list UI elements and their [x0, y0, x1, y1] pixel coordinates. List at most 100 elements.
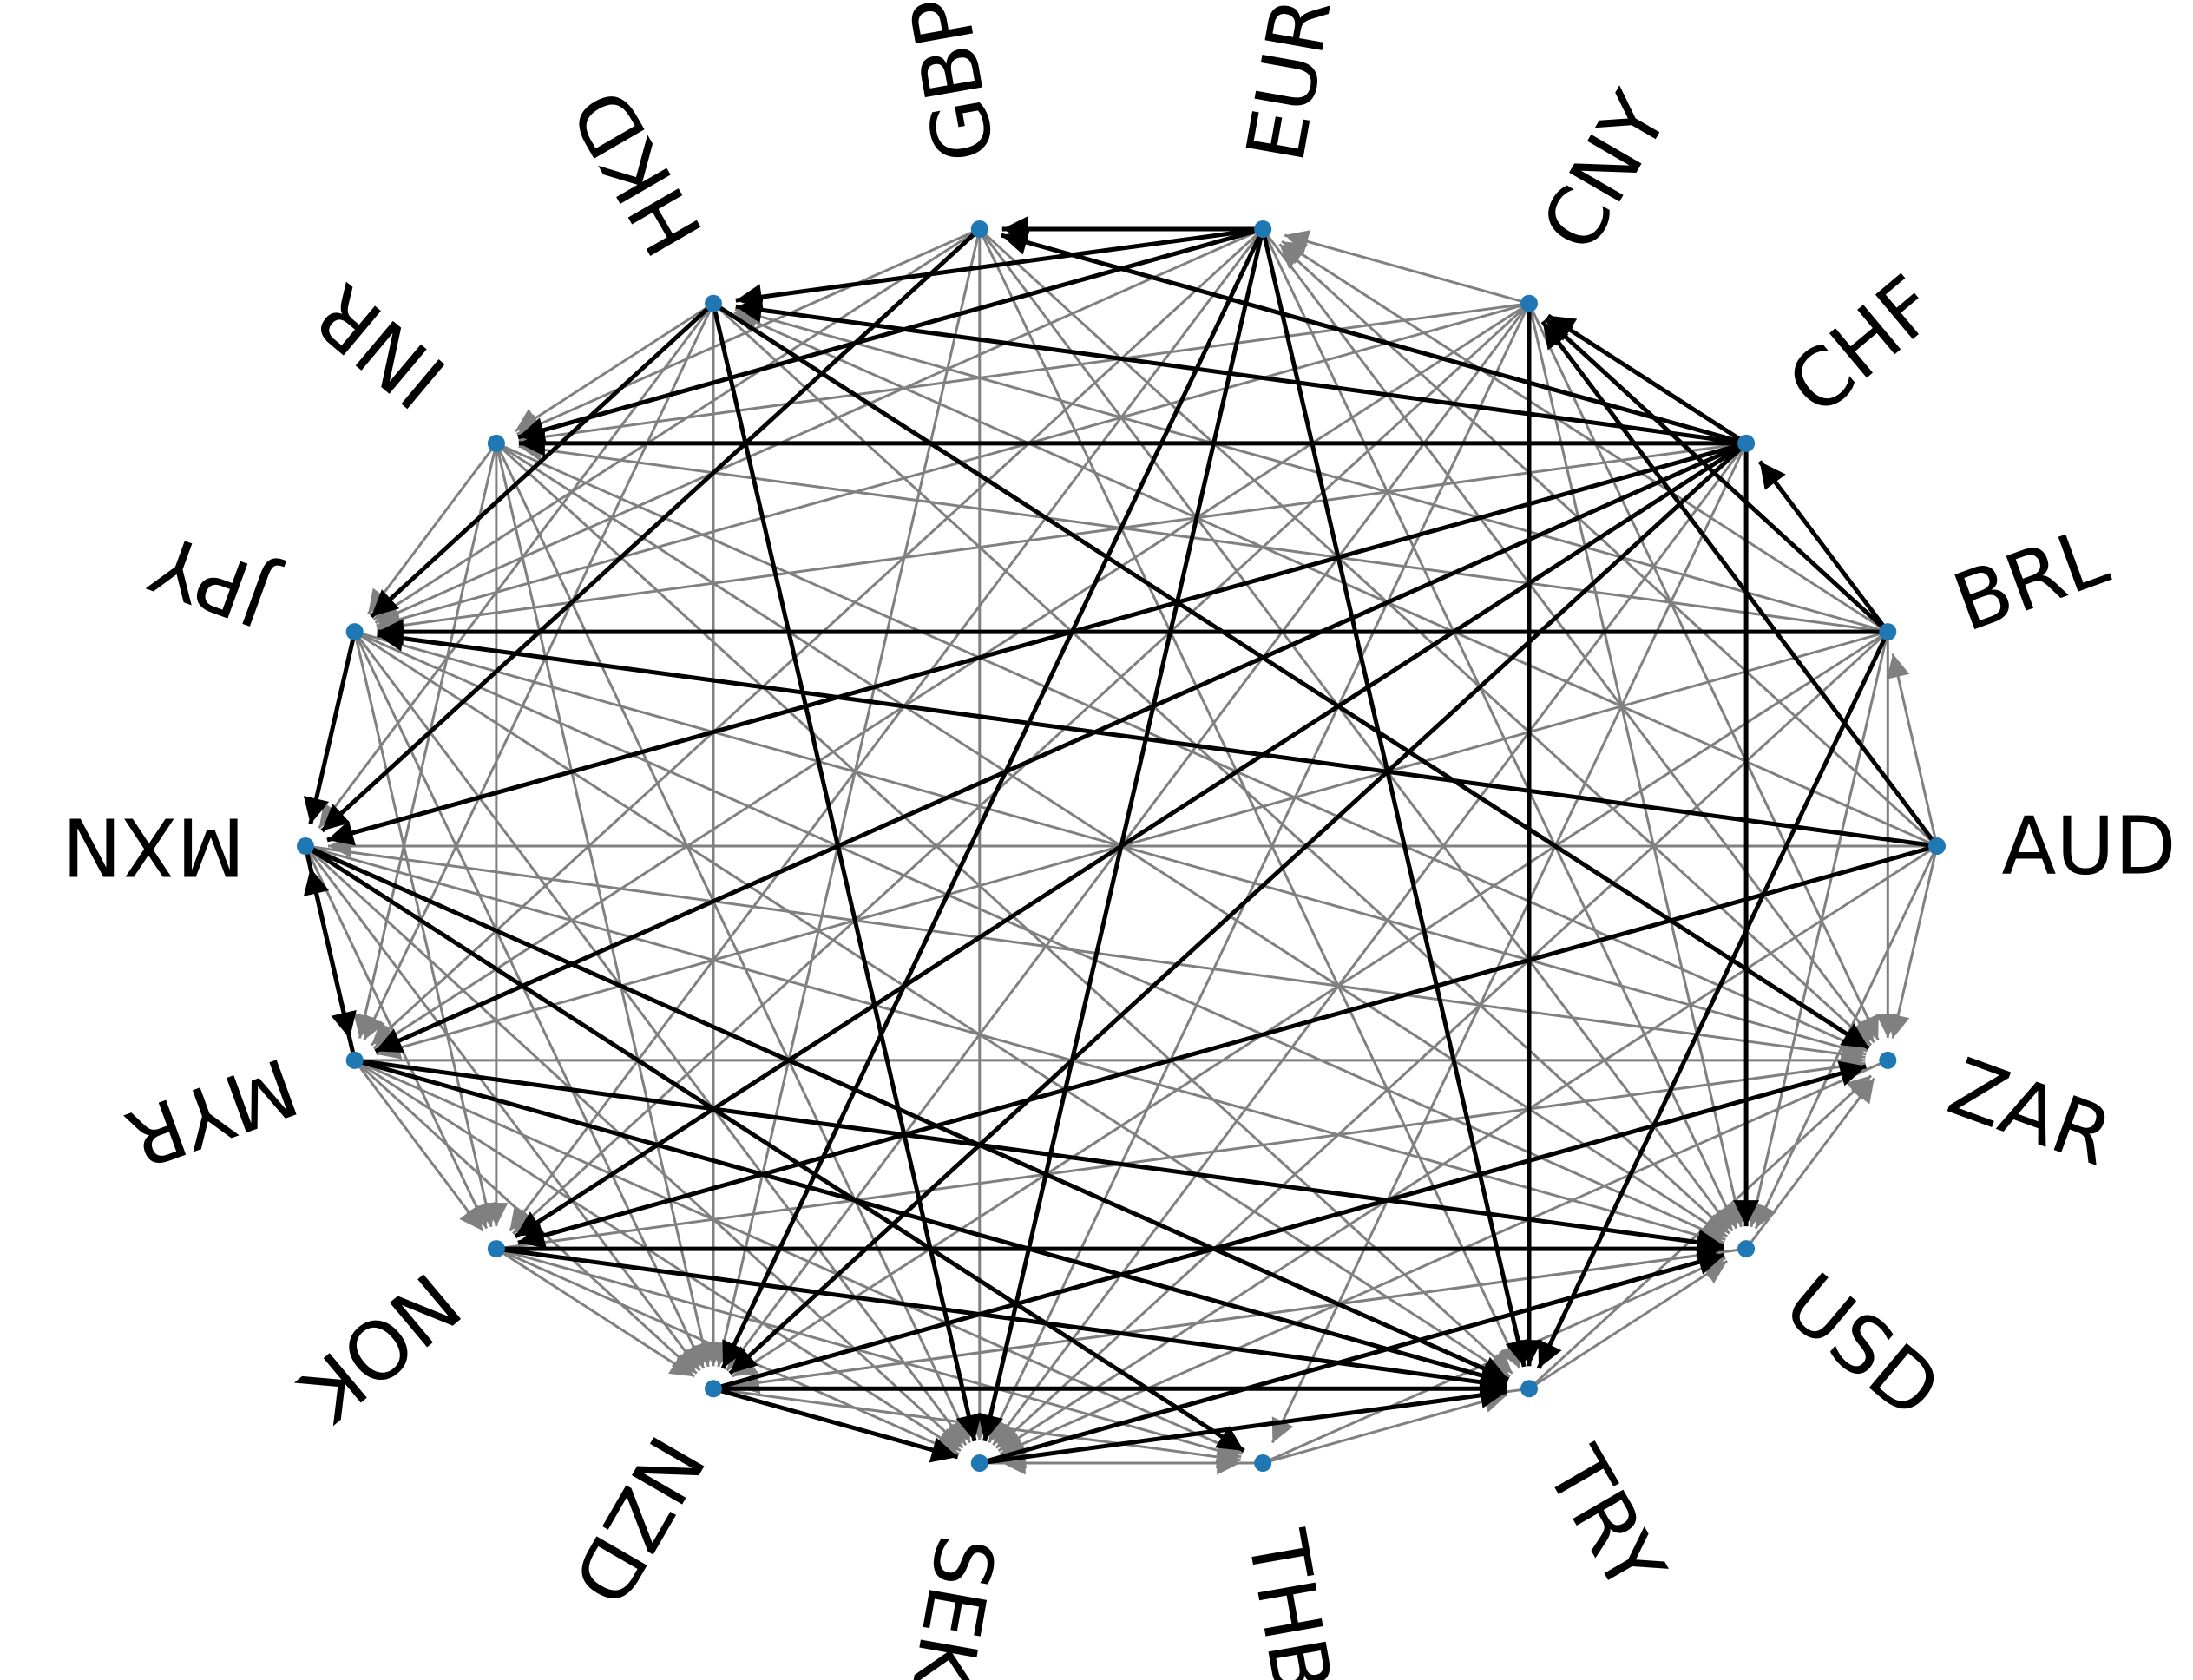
node-label-mxn: MXN — [62, 800, 245, 893]
weak-edge-usd-to-nzd — [735, 1247, 1747, 1395]
weak-edge-chf-to-sek — [992, 442, 1748, 1447]
weak-edge-hkd-to-mxn — [318, 302, 715, 830]
weak-edge-myr-to-nok — [353, 1059, 484, 1232]
weak-edge-inr-to-sek — [495, 443, 971, 1444]
weak-edge-jpy-to-sek — [353, 631, 968, 1447]
weak-edge-cny-to-usd — [1527, 303, 1748, 1228]
node-cny — [1520, 294, 1538, 312]
weak-edge-try-to-usd — [1528, 1259, 1729, 1390]
strong-edge-nzd-to-zar — [712, 1060, 1867, 1391]
strong-edge-nzd-to-sek — [712, 1386, 959, 1463]
weak-edge-brl-to-myr — [376, 630, 1888, 1060]
strong-edge-chf-to-nok — [514, 441, 1748, 1239]
node-chf — [1737, 434, 1756, 452]
node-sek — [970, 1454, 988, 1472]
weak-edge-nok-to-zar — [496, 1054, 1866, 1250]
node-label-hkd: HKD — [554, 74, 721, 271]
node-usd — [1737, 1240, 1756, 1258]
node-brl — [1879, 623, 1897, 641]
node-jpy — [345, 623, 364, 641]
weak-edge-brl-to-inr — [518, 437, 1888, 633]
node-label-nzd: NZD — [553, 1421, 721, 1619]
node-gbp — [970, 220, 988, 238]
node-nok — [487, 1240, 505, 1258]
node-label-usd: USD — [1767, 1256, 1957, 1436]
node-label-cny: CNY — [1524, 77, 1687, 266]
weak-edge-mxn-to-zar — [305, 844, 1866, 1066]
weak-edge-gbp-to-inr — [516, 227, 981, 436]
strong-edge-brl-to-chf — [1757, 460, 1890, 633]
strong-edge-hkd-to-zar — [712, 301, 1870, 1051]
strong-edge-brl-to-try — [1536, 631, 1890, 1369]
node-label-zar: ZAR — [1937, 1040, 2124, 1184]
weak-edge-jpy-to-nok — [353, 631, 498, 1228]
weak-edge-brl-to-sek — [995, 630, 1889, 1449]
strong-edge-sek-to-try — [979, 1381, 1507, 1466]
weak-edges-group — [304, 227, 1939, 1475]
strong-edge-chf-to-nzd — [728, 442, 1748, 1375]
strong-edges-group — [303, 216, 1939, 1466]
node-aud — [1928, 837, 1946, 855]
strong-edge-myr-to-usd — [354, 1058, 1724, 1256]
weak-edge-aud-to-hkd — [733, 311, 1938, 848]
weak-edge-cny-to-nzd — [726, 302, 1531, 1372]
strong-edge-myr-to-mxn — [303, 867, 358, 1061]
strong-edge-aud-to-jpy — [377, 625, 1938, 849]
weak-edge-aud-to-brl — [1886, 653, 1939, 847]
node-label-myr: MYR — [115, 1039, 309, 1185]
weak-edge-myr-to-sek — [353, 1059, 962, 1453]
weak-edge-gbp-to-nzd — [712, 228, 982, 1368]
weak-edge-gbp-to-try — [978, 228, 1521, 1369]
weak-edge-eur-to-myr — [370, 227, 1264, 1047]
strong-edge-mxn-to-thb — [304, 843, 1245, 1454]
strong-edge-chf-to-myr — [374, 441, 1748, 1053]
node-hkd — [705, 294, 722, 312]
weak-edge-chf-to-jpy — [377, 442, 1747, 638]
weak-edge-jpy-to-usd — [354, 630, 1726, 1241]
node-label-jpy: JPY — [140, 515, 288, 645]
weak-edge-inr-to-try — [495, 442, 1513, 1375]
strong-edge-eur-to-inr — [517, 226, 1264, 443]
node-inr — [487, 434, 505, 452]
weak-edge-inr-to-nzd — [495, 443, 715, 1368]
weak-edge-cny-to-zar — [1527, 303, 1880, 1041]
weak-edge-cny-to-eur — [1284, 230, 1530, 305]
node-label-inr: INR — [297, 266, 463, 426]
weak-edge-inr-to-usd — [496, 442, 1729, 1238]
node-label-eur: EUR — [1229, 0, 1349, 168]
node-nzd — [705, 1380, 722, 1398]
weak-edge-eur-to-nok — [509, 228, 1264, 1232]
node-try — [1520, 1380, 1538, 1398]
weak-edge-cny-to-myr — [372, 302, 1530, 1050]
weak-edge-hkd-to-inr — [514, 302, 714, 433]
weak-edge-chf-to-thb — [1271, 443, 1748, 1444]
weak-edge-jpy-to-try — [353, 630, 1511, 1378]
weak-edge-aud-to-zar — [1886, 845, 1939, 1039]
weak-edge-inr-to-zar — [496, 442, 1868, 1053]
weak-edge-gbp-to-zar — [978, 227, 1873, 1047]
weak-edge-nok-to-nzd — [496, 1247, 695, 1378]
weak-edge-jpy-to-zar — [354, 630, 1867, 1060]
node-label-thb: THB — [1229, 1523, 1349, 1680]
strong-edge-chf-to-gbp — [1001, 229, 1747, 446]
strong-edge-eur-to-hkd — [735, 226, 1264, 311]
node-zar — [1879, 1051, 1897, 1069]
weak-edge-brl-to-nzd — [732, 630, 1889, 1378]
weak-edge-cny-to-jpy — [376, 302, 1530, 631]
node-label-chf: CHF — [1770, 259, 1954, 434]
weak-edge-inr-to-myr — [353, 443, 498, 1039]
strong-edge-eur-to-try — [1260, 228, 1532, 1368]
nodes-group — [297, 220, 1946, 1472]
strong-edge-myr-to-try — [354, 1058, 1508, 1388]
node-eur — [1254, 220, 1272, 238]
strong-edge-hkd-to-jpy — [370, 301, 715, 619]
strong-edge-mxn-to-try — [304, 843, 1510, 1381]
weak-edge-gbp-to-jpy — [372, 227, 981, 621]
node-label-sek: SEK — [894, 1529, 1013, 1680]
node-label-brl: BRL — [1942, 509, 2119, 650]
weak-edge-thb-to-try — [1262, 1389, 1508, 1465]
weak-edge-gbp-to-usd — [978, 228, 1734, 1232]
strong-edge-sek-to-usd — [979, 1249, 1725, 1466]
